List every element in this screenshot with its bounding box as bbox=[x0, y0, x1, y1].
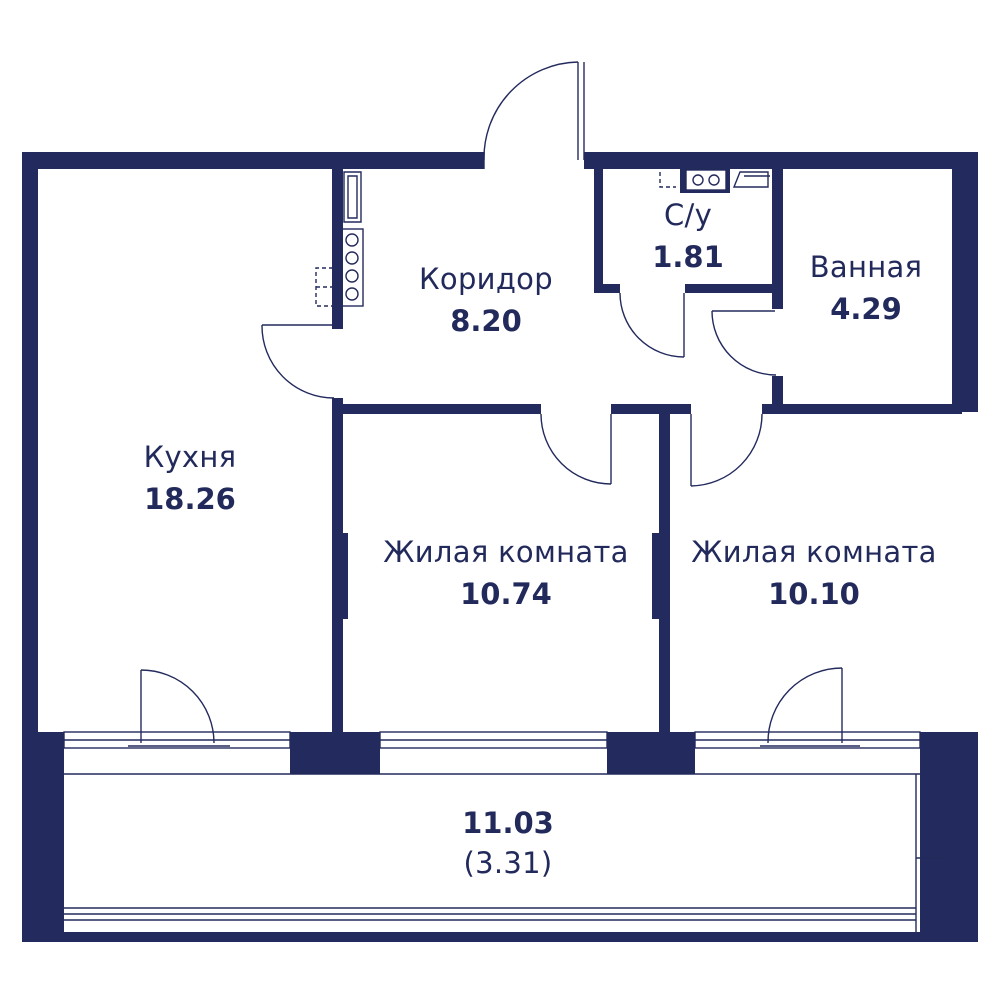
room-corridor: Коридор 8.20 bbox=[386, 262, 586, 338]
bath-door-arc bbox=[711, 310, 777, 376]
room-living-2: Жилая комната 10.10 bbox=[664, 535, 964, 611]
wall-wc-bottom-right bbox=[685, 284, 777, 293]
column-mid-2 bbox=[607, 732, 695, 774]
wall-wc-bottom-left bbox=[594, 284, 620, 293]
room-balcony-reduced-area: (3.31) bbox=[463, 846, 553, 880]
wall-corridor-living-3 bbox=[762, 404, 962, 414]
wall-bath-left bbox=[772, 291, 783, 309]
wall-top-left bbox=[22, 152, 484, 169]
room-living-2-name: Жилая комната bbox=[691, 535, 937, 569]
wall-wc-bath bbox=[772, 169, 783, 291]
room-corridor-area: 8.20 bbox=[450, 304, 522, 338]
room-kitchen-name: Кухня bbox=[143, 440, 237, 474]
wall-corridor-living-2 bbox=[611, 404, 691, 414]
wall-kitchen-corridor bbox=[332, 169, 343, 329]
wc-door-arc bbox=[619, 292, 685, 358]
wc-dashed bbox=[659, 172, 676, 188]
wall-bath-left-lower bbox=[772, 376, 783, 410]
room-bathroom-area: 4.29 bbox=[830, 292, 902, 326]
wall-bath-right bbox=[952, 169, 962, 410]
wall-top-right bbox=[584, 152, 978, 169]
kitchen-stove bbox=[340, 228, 364, 307]
wc-washer bbox=[732, 171, 769, 188]
wall-kitchen-living bbox=[332, 398, 343, 733]
room-wc-area: 1.81 bbox=[652, 240, 724, 274]
wall-living-divider-block bbox=[652, 533, 663, 619]
room-living-1-area: 10.74 bbox=[460, 577, 552, 611]
living2-door-arc bbox=[690, 413, 763, 487]
column-right bbox=[920, 732, 978, 774]
room-kitchen-area: 18.26 bbox=[144, 482, 236, 516]
kitchen-door-arc bbox=[261, 324, 335, 399]
column-mid-1 bbox=[290, 732, 380, 774]
room-wc: С/у 1.81 bbox=[628, 198, 748, 274]
room-kitchen: Кухня 18.26 bbox=[90, 440, 290, 516]
room-living-1-name: Жилая комната bbox=[383, 535, 629, 569]
room-corridor-name: Коридор bbox=[419, 262, 553, 296]
room-bathroom-name: Ванная bbox=[809, 250, 923, 284]
room-living-2-area: 10.10 bbox=[768, 577, 860, 611]
room-wc-name: С/у bbox=[663, 198, 713, 232]
room-bathroom: Ванная 4.29 bbox=[786, 250, 946, 326]
wall-living-divider bbox=[659, 414, 670, 732]
column-left bbox=[22, 732, 64, 942]
entrance-door-arc bbox=[483, 61, 579, 161]
wall-wc-left bbox=[594, 169, 603, 291]
kitchen-balcony-door-arc bbox=[140, 669, 215, 744]
wall-bottom bbox=[22, 932, 978, 942]
room-living-1: Жилая комната 10.74 bbox=[356, 535, 656, 611]
room-balcony: 11.03 (3.31) bbox=[408, 806, 608, 880]
wc-basin bbox=[685, 169, 727, 191]
wall-right bbox=[962, 152, 978, 410]
living1-door-arc bbox=[540, 413, 612, 485]
wall-living1-left-block bbox=[340, 533, 348, 619]
thin-lines bbox=[63, 61, 946, 932]
living2-balcony-door-arc bbox=[767, 667, 843, 744]
wall-corridor-living-1 bbox=[343, 404, 541, 414]
kitchen-sink bbox=[343, 171, 362, 223]
room-balcony-area: 11.03 bbox=[462, 806, 554, 840]
